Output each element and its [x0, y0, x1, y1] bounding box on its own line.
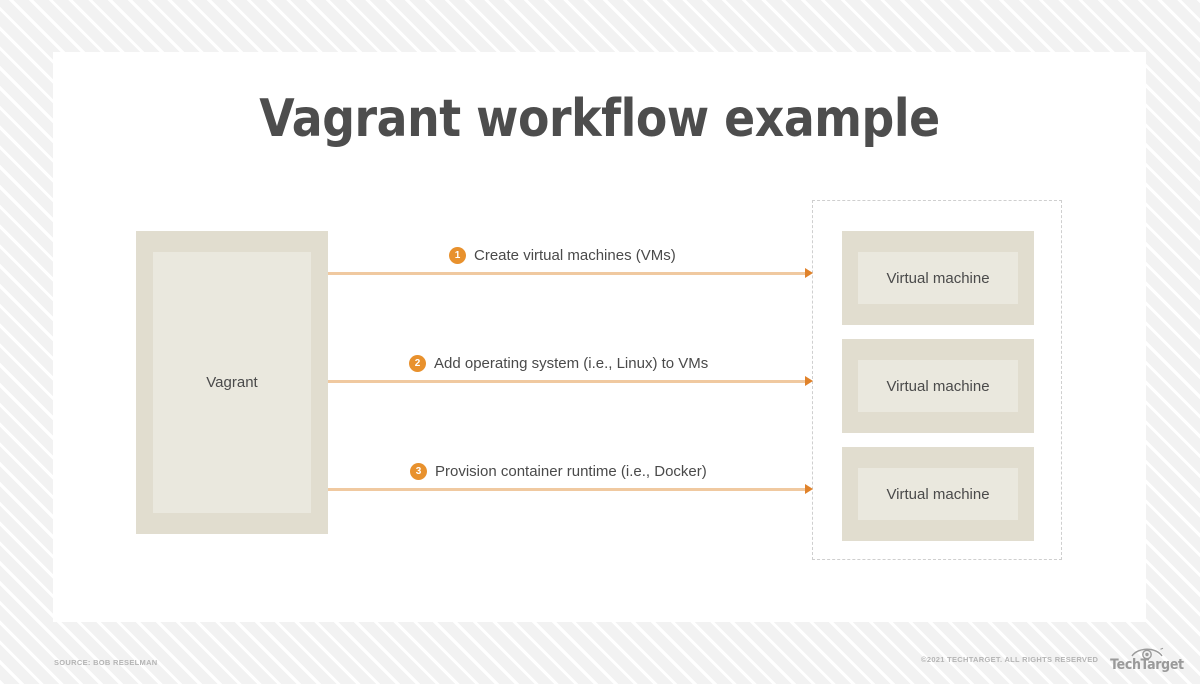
slide-card: Vagrant workflow example Vagrant Virtual…: [53, 52, 1146, 622]
virtual-machine-block: Virtual machine: [842, 231, 1034, 325]
flow-arrow-head-icon: [805, 376, 813, 386]
virtual-machine-block: Virtual machine: [842, 339, 1034, 433]
techtarget-logo: TechTarget: [1106, 645, 1188, 673]
virtual-machine-label: Virtual machine: [886, 269, 990, 287]
virtual-machine-label: Virtual machine: [886, 377, 990, 395]
flow-arrow-line: [328, 380, 806, 383]
virtual-machine-block: Virtual machine: [842, 447, 1034, 541]
step-label-2: 2 Add operating system (i.e., Linux) to …: [409, 355, 708, 372]
step-number-badge: 1: [449, 247, 466, 264]
step-number-badge: 2: [409, 355, 426, 372]
step-text: Create virtual machines (VMs): [474, 247, 676, 264]
virtual-machine-label: Virtual machine: [886, 485, 990, 503]
step-label-3: 3 Provision container runtime (i.e., Doc…: [410, 463, 707, 480]
step-label-1: 1 Create virtual machines (VMs): [449, 247, 676, 264]
step-number-badge: 3: [410, 463, 427, 480]
eye-icon: [1131, 647, 1164, 659]
virtual-machine-inner-box: Virtual machine: [858, 252, 1018, 304]
step-text: Add operating system (i.e., Linux) to VM…: [434, 355, 709, 372]
flow-arrow-head-icon: [805, 268, 813, 278]
techtarget-wordmark: TechTarget: [1110, 657, 1184, 673]
flow-arrow-line: [328, 488, 806, 491]
virtual-machine-inner-box: Virtual machine: [858, 360, 1018, 412]
flow-arrow-head-icon: [805, 484, 813, 494]
vagrant-label: Vagrant: [206, 374, 258, 391]
footer-right-group: ©2021 TECHTARGET. ALL RIGHTS RESERVED Te…: [921, 645, 1188, 673]
vagrant-block: Vagrant: [136, 231, 328, 534]
source-credit: SOURCE: BOB RESELMAN: [54, 658, 158, 667]
copyright-notice: ©2021 TECHTARGET. ALL RIGHTS RESERVED: [921, 655, 1099, 664]
flow-arrow-line: [328, 272, 806, 275]
virtual-machine-inner-box: Virtual machine: [858, 468, 1018, 520]
page-title: Vagrant workflow example: [259, 89, 940, 149]
vagrant-inner-box: Vagrant: [153, 252, 311, 513]
step-text: Provision container runtime (i.e., Docke…: [435, 463, 707, 480]
